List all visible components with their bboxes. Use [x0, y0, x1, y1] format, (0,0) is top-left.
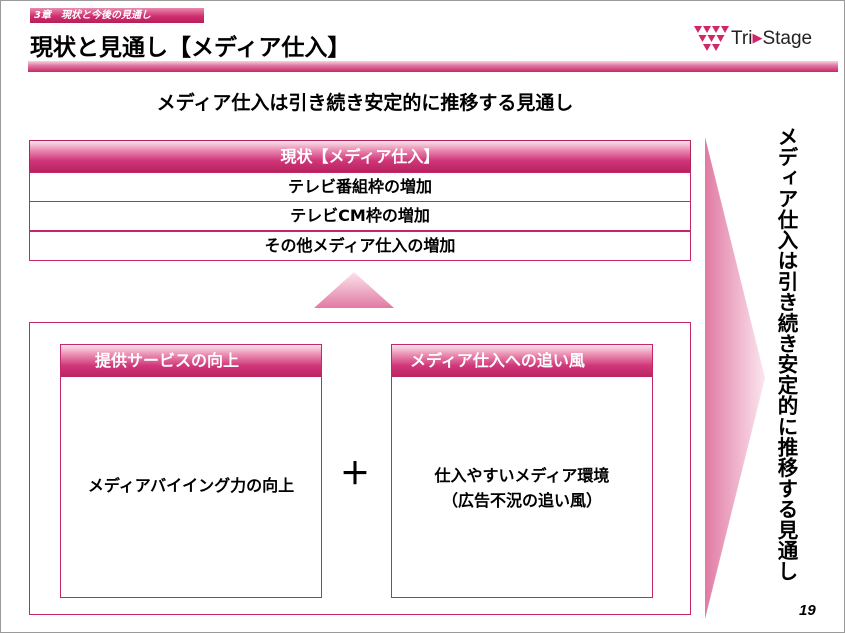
- header-divider-bar: [28, 61, 838, 72]
- status-row: その他メディア仕入の増加: [29, 231, 691, 261]
- factor-header: メディア仕入への追い風: [392, 345, 652, 377]
- tri-stage-logo: Tri▶Stage: [694, 24, 842, 54]
- triangle-logo-icon: [694, 26, 729, 51]
- factor-box-tailwind: メディア仕入への追い風 仕入やすいメディア環境 （広告不況の追い風）: [391, 344, 653, 598]
- page-title: 現状と見通し【メディア仕入】: [30, 35, 351, 61]
- logo-wordmark: Tri▶Stage: [731, 28, 813, 49]
- factor-box-service: 提供サービスの向上 メディアバイイング力の向上: [60, 344, 322, 598]
- factor-text-line1: 仕入やすいメディア環境: [434, 466, 610, 485]
- chapter-tab: 3章 現状と今後の見通し: [30, 8, 204, 23]
- current-status-header: 現状【メディア仕入】: [29, 140, 691, 172]
- logo-arrow-icon: ▶: [752, 30, 763, 45]
- page-number: 19: [799, 602, 816, 619]
- factor-text-line2: （広告不況の追い風）: [441, 491, 602, 510]
- status-row: テレビCM枠の増加: [29, 201, 691, 231]
- factors-outer-box: [29, 322, 691, 615]
- slide-subtitle: メディア仕入は引き続き安定的に推移する見通し: [156, 92, 574, 114]
- conclusion-vertical-text: メディア仕入は引き続き安定的に推移する見通し: [774, 126, 798, 582]
- status-row: テレビ番組枠の増加: [29, 172, 691, 202]
- right-chevron-arrow-icon: [705, 137, 765, 619]
- factor-text: メディアバイイング力の向上: [87, 476, 295, 495]
- up-triangle-arrow-icon: [314, 272, 394, 308]
- plus-operator: ＋: [340, 457, 370, 492]
- factor-header: 提供サービスの向上: [61, 345, 321, 377]
